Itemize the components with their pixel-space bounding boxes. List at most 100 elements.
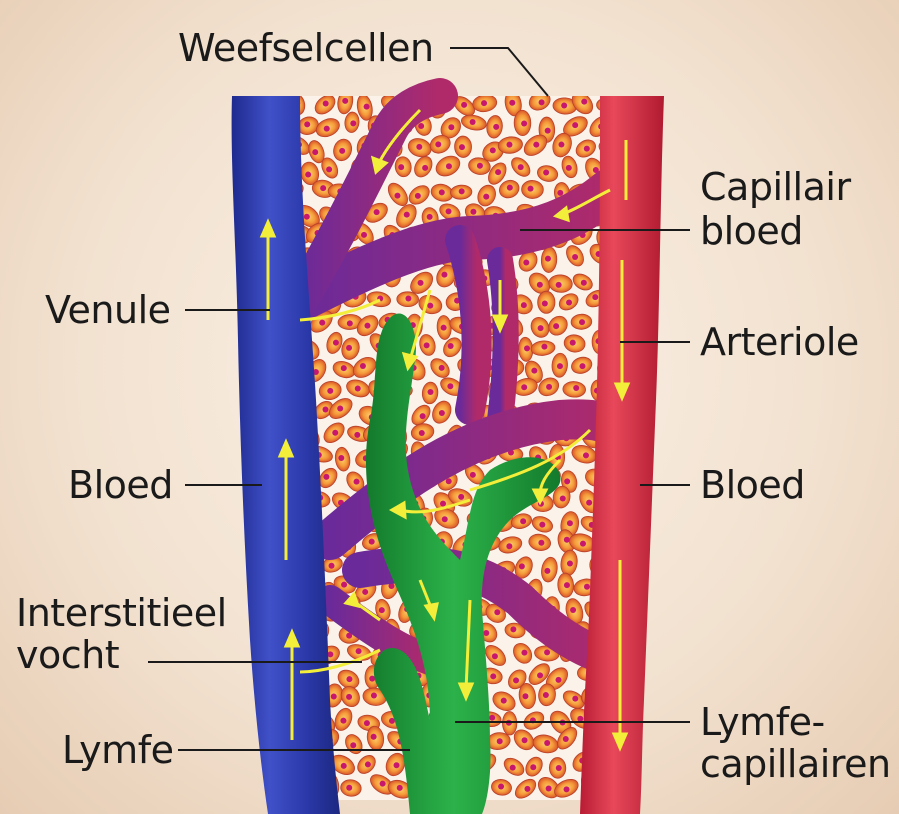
cell-nucleus [481,100,488,107]
cell-nucleus [359,363,366,370]
cell-nucleus [346,676,353,683]
cell-nucleus [564,478,571,485]
cell-nucleus [373,209,380,216]
cell-nucleus [312,369,319,376]
cell-nucleus [469,471,476,478]
cell-nucleus [544,255,551,262]
cell-nucleus [461,101,468,108]
cell-nucleus [364,761,371,768]
cell-nucleus [509,764,516,771]
cell-nucleus [418,429,425,436]
cell-nucleus [346,693,353,700]
lymph-capillaries [365,313,561,814]
cell-nucleus [520,302,527,309]
cell-nucleus [573,384,580,391]
cell-nucleus [332,339,339,346]
cell-nucleus [416,143,423,150]
cell-nucleus [572,695,579,702]
cell-nucleus [341,581,348,588]
cell-nucleus [521,384,528,391]
cell-nucleus [423,342,430,349]
cell-nucleus [438,409,445,416]
cell-nucleus [523,259,530,266]
cell-nucleus [496,738,503,745]
cell-nucleus [556,363,563,370]
cell-nucleus [322,406,329,413]
cell-nucleus [489,714,496,721]
cell-nucleus [320,185,327,192]
cell-nucleus [447,342,454,349]
cell-nucleus [541,343,548,350]
cell-nucleus [346,320,353,327]
cell-nucleus [328,562,335,569]
cell-nucleus [414,192,421,199]
cell-nucleus [346,784,353,791]
cell-nucleus [355,648,362,655]
label-arteriole: Arteriole [700,320,859,364]
cell-nucleus [559,495,566,502]
cell-nucleus [592,294,599,301]
cell-nucleus [354,385,361,392]
cell-nucleus [363,720,370,727]
label-venule: Venule [45,288,171,332]
cell-nucleus [368,538,375,545]
cell-nucleus [541,300,548,307]
cell-nucleus [447,383,454,390]
cell-nucleus [353,478,360,485]
cell-nucleus [586,499,593,506]
cell-nucleus [403,211,410,218]
cell-nucleus [524,345,531,352]
cell-nucleus [495,169,502,176]
cell-nucleus [506,184,513,191]
cell-nucleus [354,431,361,438]
cell-nucleus [577,715,584,722]
cell-nucleus [445,478,452,485]
cell-nucleus [569,339,576,346]
cell-nucleus [506,141,513,148]
cell-nucleus [537,325,544,332]
cell-nucleus [583,583,590,590]
cell-nucleus [531,367,538,374]
cell-nucleus [388,717,395,724]
cell-nucleus [555,281,562,288]
cell-nucleus [563,582,570,589]
cell-nucleus [544,127,551,134]
cell-nucleus [490,673,497,680]
cell-nucleus [565,164,572,171]
cell-nucleus [583,145,590,152]
cell-nucleus [566,560,573,567]
cell-nucleus [545,785,552,792]
cell-nucleus [327,651,334,658]
cell-nucleus [441,271,448,278]
cell-nucleus [581,98,588,105]
cell-nucleus [513,677,520,684]
cell-nucleus [379,780,386,787]
cell-nucleus [393,762,400,769]
cell-nucleus [524,785,531,792]
cell-nucleus [323,473,330,480]
cell-nucleus [544,567,551,574]
cell-nucleus [533,141,540,148]
cell-nucleus [489,147,496,154]
cell-nucleus [323,125,330,132]
cell-nucleus [509,99,516,106]
cell-nucleus [346,344,353,351]
cell-nucleus [388,583,395,590]
cell-nucleus [521,649,528,656]
cell-nucleus [330,693,337,700]
cell-nucleus [346,632,353,639]
cell-nucleus [458,144,465,151]
cell-nucleus [327,387,334,394]
cell-nucleus [304,121,311,128]
cell-nucleus [370,692,377,699]
cell-nucleus [570,607,577,614]
cell-nucleus [445,208,452,215]
cell-nucleus [350,742,357,749]
cell-nucleus [530,764,537,771]
cell-nucleus [458,188,465,195]
cell-nucleus [544,649,551,656]
cell-nucleus [303,213,310,220]
flow-arrows [259,108,631,752]
cell-nucleus [572,254,579,261]
